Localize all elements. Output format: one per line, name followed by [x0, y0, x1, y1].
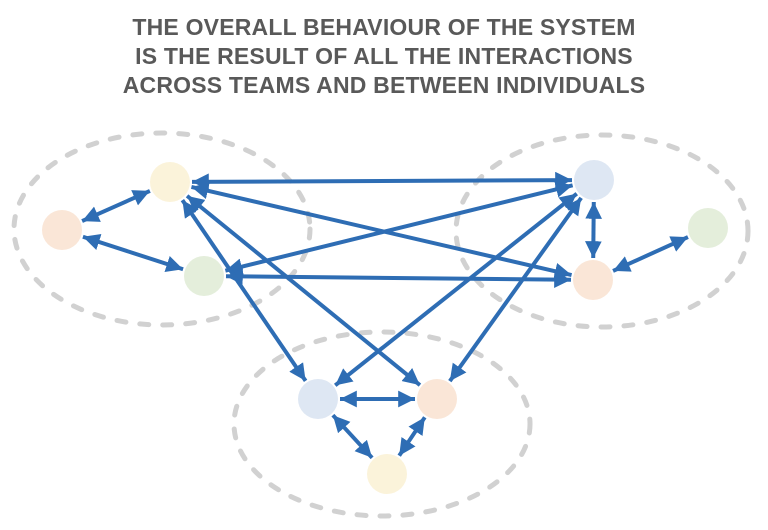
- node-left-green: [184, 256, 224, 296]
- node-left-cream: [150, 162, 190, 202]
- node-right-green: [688, 208, 728, 248]
- team-ellipse-right-team: [453, 132, 751, 330]
- edge-bottom-peach-bottom-cream: [397, 416, 427, 457]
- edge-right-blue-bottom-peach: [448, 196, 583, 383]
- edge-right-blue-right-peach: [584, 201, 603, 259]
- edge-left-green-right-blue: [224, 181, 574, 275]
- title-line-1: THE OVERALL BEHAVIOUR OF THE SYSTEM: [132, 14, 636, 40]
- edge-left-cream-bottom-peach: [185, 194, 422, 387]
- slide-title: THE OVERALL BEHAVIOUR OF THE SYSTEM IS T…: [0, 13, 768, 100]
- node-right-peach: [573, 260, 613, 300]
- node-bottom-blue: [298, 379, 338, 419]
- edge-bottom-blue-bottom-cream: [331, 413, 374, 460]
- edge-right-peach-right-green: [612, 235, 689, 273]
- node-left-peach: [42, 210, 82, 250]
- title-line-2: IS THE RESULT OF ALL THE INTERACTIONS: [135, 43, 633, 69]
- title-line-3: ACROSS TEAMS AND BETWEEN INDIVIDUALS: [122, 72, 646, 98]
- node-bottom-cream: [367, 454, 407, 494]
- node-right-blue: [574, 160, 614, 200]
- edge-left-peach-left-cream: [81, 189, 151, 223]
- edge-left-green-right-peach: [225, 267, 572, 289]
- edge-left-cream-right-blue: [191, 171, 573, 191]
- edge-left-peach-left-green: [82, 233, 184, 273]
- node-bottom-peach: [417, 379, 457, 419]
